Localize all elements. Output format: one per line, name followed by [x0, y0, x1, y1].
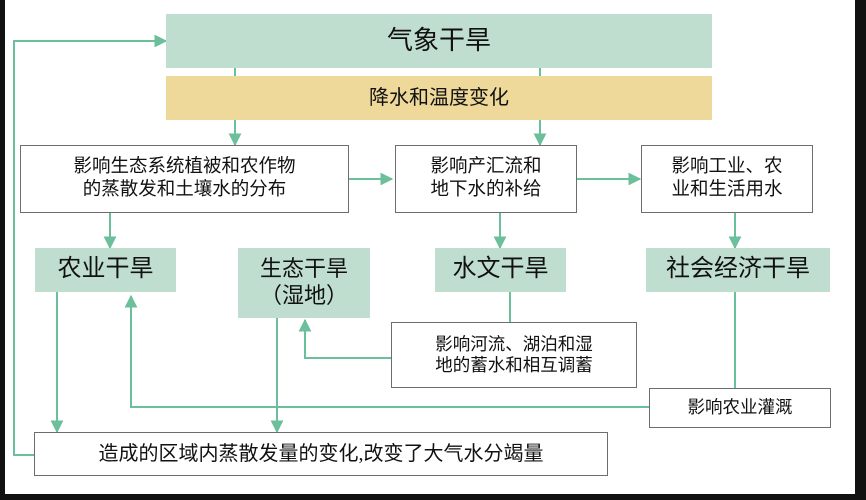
node-impact-ecosystem-vegetation-crops[interactable]: 影响生态系统植被和农作物 的蒸散发和土壤水的分布: [20, 145, 349, 213]
frame-edge-right: [855, 0, 866, 500]
frame-edge-bottom: [0, 494, 866, 500]
node-socioeconomic-drought[interactable]: 社会经济干旱: [646, 248, 830, 292]
node-regional-evapotranspiration-change[interactable]: 造成的区域内蒸散发量的变化,改变了大气水分竭量: [34, 432, 608, 476]
node-agricultural-drought[interactable]: 农业干旱: [35, 248, 176, 292]
node-impact-rivers-lakes-wetland-storage[interactable]: 影响河流、湖泊和湿 地的蓄水和相互调蓄: [391, 322, 637, 388]
node-meteorological-drought[interactable]: 气象干旱: [166, 14, 712, 68]
node-ecological-drought-wetland[interactable]: 生态干旱 （湿地）: [238, 248, 370, 318]
node-precipitation-temperature-change[interactable]: 降水和温度变化: [166, 76, 712, 120]
node-impact-runoff-groundwater[interactable]: 影响产汇流和 地下水的补给: [395, 145, 577, 213]
node-impact-industry-agriculture-domestic-water[interactable]: 影响工业、农 业和生活用水: [641, 145, 813, 213]
node-hydrological-drought[interactable]: 水文干旱: [435, 248, 566, 292]
connector-rivers-to-ecological-drought: [298, 318, 392, 359]
node-impact-agricultural-irrigation[interactable]: 影响农业灌溉: [649, 388, 831, 428]
frame-edge-left: [0, 0, 5, 500]
